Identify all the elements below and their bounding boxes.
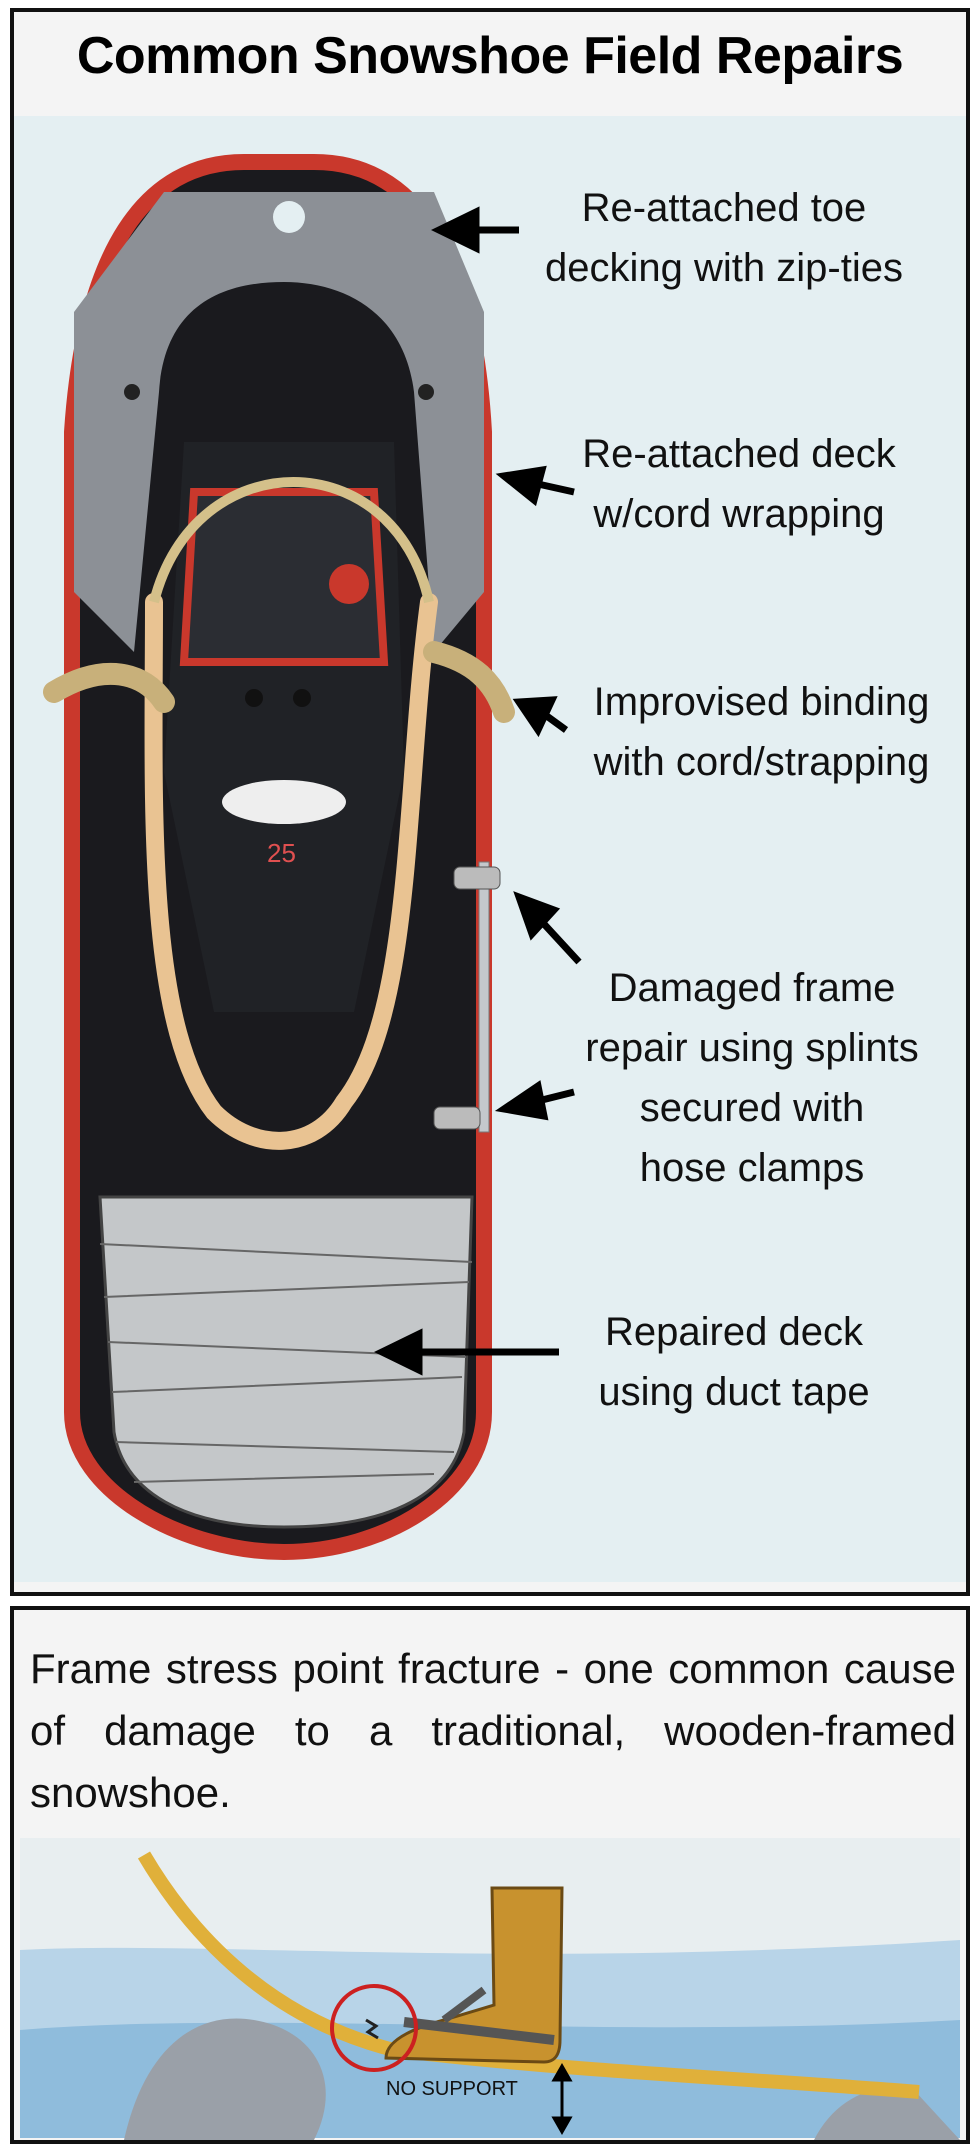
cord-strap	[144, 593, 438, 1150]
repairs-panel: Common Snowshoe Field Repairs 25	[10, 8, 970, 1596]
binding-number: 25	[267, 838, 296, 868]
no-support-arrow	[551, 2062, 573, 2136]
hose-clamp	[453, 866, 501, 890]
hose-clamp	[433, 1106, 481, 1130]
rock	[124, 2018, 326, 2140]
fracture-illustration	[20, 1838, 960, 2140]
snowshoe-illustration: 25	[14, 116, 966, 1582]
caption: Frame stress point fracture - one common…	[30, 1645, 956, 1816]
no-support-label: NO SUPPORT	[386, 2078, 518, 2100]
rock	[814, 2087, 960, 2140]
splint	[478, 861, 490, 1133]
fracture-panel: Frame stress point fracture - one common…	[10, 1606, 970, 2144]
toe-deck	[74, 192, 484, 652]
page-title: Common Snowshoe Field Repairs	[76, 27, 904, 85]
fracture-circle	[330, 1984, 418, 2072]
